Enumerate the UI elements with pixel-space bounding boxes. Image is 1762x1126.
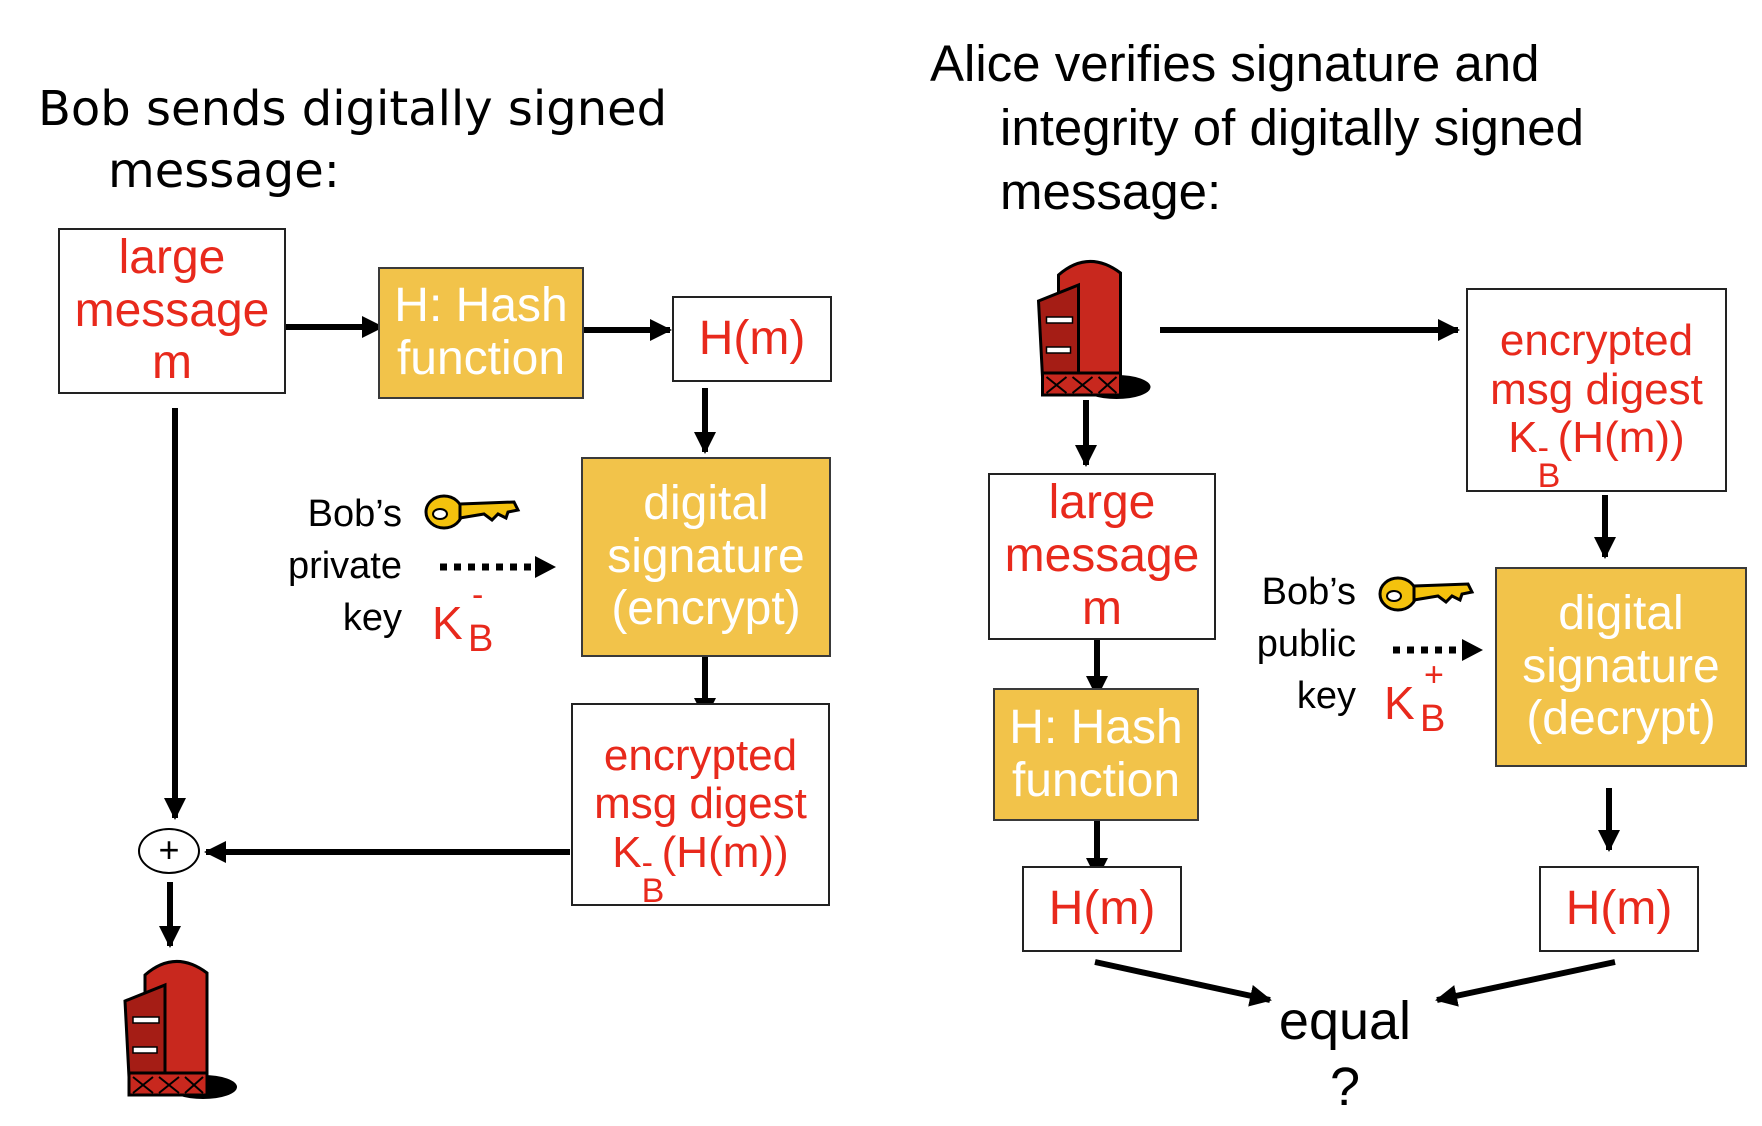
right-sig-l3: (decrypt) [1526,692,1716,746]
right-sig-l2: signature [1522,639,1720,693]
right-key-label: Bob’s public key [1220,566,1356,722]
key-icon [1378,576,1475,612]
right-hash-l1: H: Hash [1009,700,1183,754]
right-key-l2: public [1256,623,1356,665]
left-encrypted-digest-box: encrypted msg digest K-B(H(m)) [571,703,830,910]
right-digest-l1: encrypted [1499,316,1694,366]
right-digest-k-sub: B [1537,457,1561,496]
left-key-k: K [432,597,463,649]
right-title-line3: message: [1000,163,1222,220]
left-digest-l2: msg digest [594,779,807,829]
right-title-line2: integrity of digitally signed [1000,99,1584,156]
left-large-message-l2: message [74,283,270,337]
right-large-message-l3: m [1082,581,1122,635]
left-sig-l3: (encrypt) [611,582,801,636]
right-key-sub: B [1420,698,1446,740]
key-icon [424,494,521,530]
equal-text: equal [1278,991,1412,1051]
left-digest-k-sign: - [641,843,653,882]
left-sig-l2: signature [607,529,805,583]
right-title: Alice verifies signature and integrity o… [930,32,1750,224]
right-key-l1: Bob’s [1261,571,1356,613]
right-digest-kb-formula: K-B(H(m)) [1508,413,1685,495]
left-title: Bob sends digitally signed message: [38,78,758,202]
right-large-message-l1: large [1048,476,1156,530]
dotted-arrowhead-right [1462,639,1483,661]
left-key-l3: key [342,597,402,639]
arrow-hm-to-equal-r [1435,959,1616,1007]
left-title-line1: Bob sends digitally signed [38,81,668,137]
left-hash-l2: function [396,332,566,385]
left-hm-box: H(m) [672,296,832,382]
right-hm-right-box: H(m) [1539,866,1699,952]
right-large-message-box: large message m [988,473,1216,640]
left-sig-l1: digital [643,476,769,530]
left-large-message-box: large message m [58,228,286,394]
right-digest-k: K [1508,413,1538,463]
right-key-l3: key [1296,675,1356,717]
right-digest-hm: (H(m)) [1557,413,1685,463]
right-digital-signature-box: digital signature (decrypt) [1495,567,1747,767]
left-hm-text: H(m) [698,311,806,365]
left-hash-function-box: H: Hash function [378,267,584,399]
right-digest-l2: msg digest [1490,364,1703,414]
dotted-arrowhead-left [535,556,556,578]
right-hash-function-box: H: Hash function [993,688,1199,821]
right-hm-left-text: H(m) [1048,881,1156,935]
left-digital-signature-box: digital signature (encrypt) [581,457,831,657]
left-key-label: Bob’s private key [250,488,402,644]
left-digest-k-sub: B [641,871,665,910]
right-sig-l1: digital [1558,586,1684,640]
equal-question: equal ? [1240,988,1450,1120]
right-hash-l2: function [1011,753,1181,807]
left-key-sub: B [468,618,494,660]
left-digest-hm: (H(m)) [661,827,789,877]
left-large-message-l3: m [152,336,192,390]
right-hm-left-box: H(m) [1022,866,1182,952]
left-key-symbol: K - B [432,576,493,660]
left-title-line2: message: [108,143,340,199]
left-digest-k: K [612,827,642,877]
right-key-sign: + [1424,656,1444,694]
left-digest-kb-formula: K-B(H(m)) [612,827,789,910]
mailbox-icon [1036,260,1151,399]
left-key-l1: Bob’s [307,493,402,535]
arrow-hm-to-equal-l [1094,959,1272,1007]
right-digest-k-sign: - [1537,429,1549,468]
right-encrypted-digest-box: encrypted msg digest K-B(H(m)) [1466,288,1727,495]
mailbox-icon [123,960,237,1099]
right-key-symbol: K + B [1384,656,1445,740]
right-title-line1: Alice verifies signature and [930,35,1540,92]
left-hash-l1: H: Hash [394,279,568,333]
left-key-sign: - [472,576,484,614]
question-mark: ? [1329,1057,1361,1117]
left-large-message-l1: large [118,230,226,284]
right-hm-right-text: H(m) [1565,881,1673,935]
left-key-l2: private [287,545,402,587]
plus-operator: + [138,828,200,874]
left-digest-l1: encrypted [603,730,798,780]
right-large-message-l2: message [1004,529,1200,583]
right-key-k: K [1384,677,1415,729]
